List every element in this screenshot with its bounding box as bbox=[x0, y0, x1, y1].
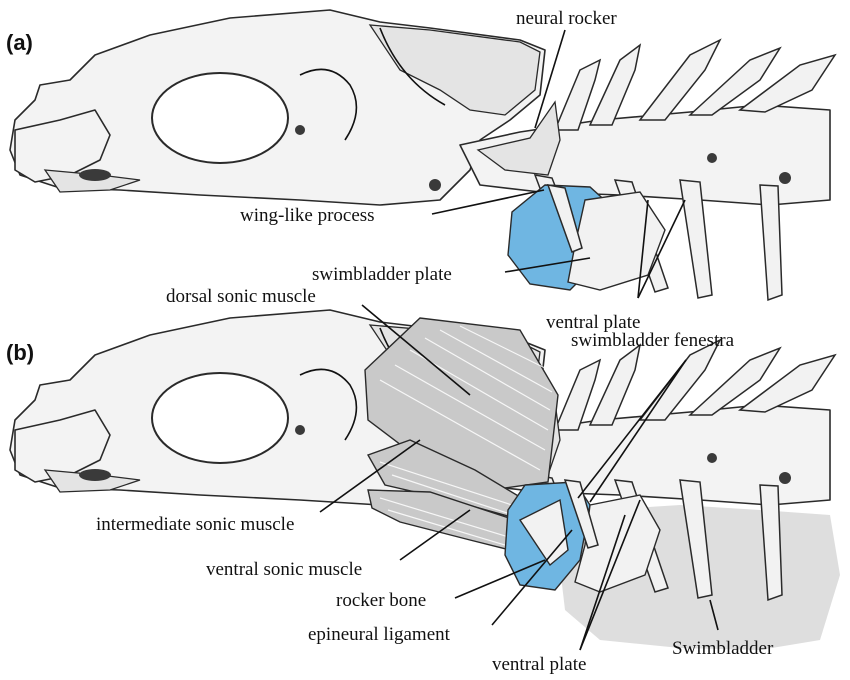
callout-dorsal-sonic-muscle: dorsal sonic muscle bbox=[166, 286, 316, 307]
panel-a: (a) neural rocker wing-like process swim… bbox=[6, 8, 835, 333]
callout-epineural-ligament: epineural ligament bbox=[308, 624, 451, 645]
callout-wing-like-process: wing-like process bbox=[240, 205, 375, 226]
callout-swimbladder-plate: swimbladder plate bbox=[312, 264, 452, 285]
callout-ventral-plate-b: ventral plate bbox=[492, 654, 586, 675]
callout-intermediate-sonic-muscle: intermediate sonic muscle bbox=[96, 514, 294, 535]
panel-b: (b) dorsal sonic muscle swimbladder fene… bbox=[6, 286, 840, 675]
skeleton-a-illustration bbox=[10, 10, 835, 300]
callout-neural-rocker: neural rocker bbox=[516, 8, 617, 29]
panel-label-b: (b) bbox=[6, 340, 34, 365]
callout-swimbladder: Swimbladder bbox=[672, 638, 774, 659]
callout-rocker-bone: rocker bone bbox=[336, 590, 426, 611]
callout-swimbladder-fenestra: swimbladder fenestra bbox=[571, 330, 735, 351]
callout-ventral-sonic-muscle: ventral sonic muscle bbox=[206, 559, 362, 580]
panel-label-a: (a) bbox=[6, 30, 33, 55]
